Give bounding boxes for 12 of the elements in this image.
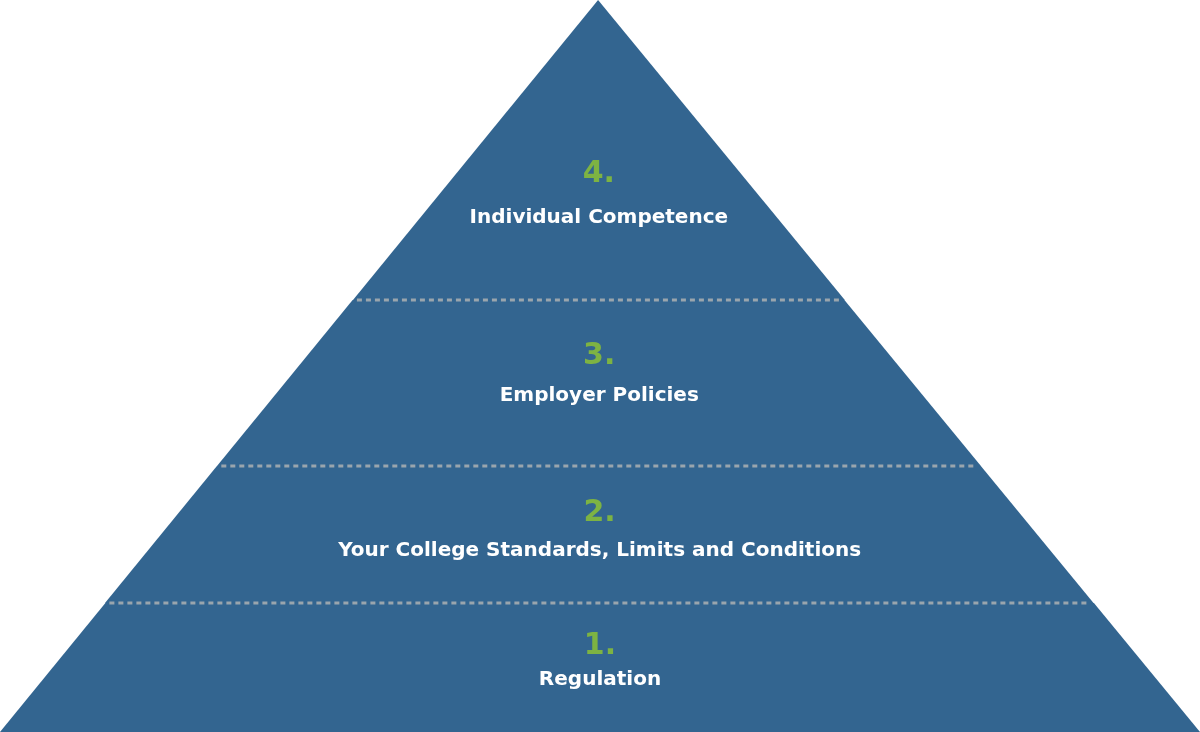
tier-label: Employer Policies — [499, 381, 699, 407]
tier-label: Individual Competence — [469, 203, 729, 229]
tier-number: 3. — [583, 337, 616, 371]
pyramid-tier — [0, 603, 1200, 732]
tier-number: 2. — [583, 494, 616, 528]
tier-number: 1. — [583, 627, 617, 661]
pyramid-tier — [352, 0, 845, 300]
tier-number: 4. — [582, 155, 615, 189]
pyramid-tier — [105, 466, 1094, 603]
tier-label: Regulation — [538, 665, 662, 691]
tier-label: Your College Standards, Limits and Conditions — [338, 536, 862, 562]
pyramid-tier — [217, 300, 982, 466]
